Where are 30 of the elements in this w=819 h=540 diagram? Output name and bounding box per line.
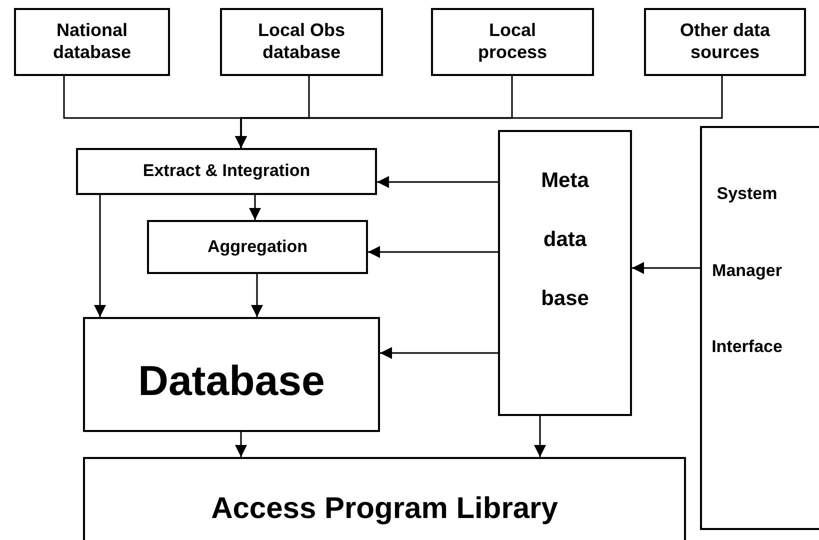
process-box	[14, 8, 170, 76]
process-box	[498, 130, 632, 416]
process-box	[83, 317, 380, 432]
arrow	[380, 347, 498, 359]
arrow	[377, 176, 498, 188]
arrow	[94, 195, 106, 317]
box-label: Other data sources	[678, 20, 772, 64]
box-label: Meta data base	[540, 168, 590, 312]
process-box	[700, 126, 819, 530]
box-label: National database	[52, 20, 132, 64]
arrow	[534, 416, 546, 457]
box-label: Aggregation	[207, 236, 308, 258]
box-label: Local process	[476, 20, 548, 64]
box-label: Access Program Library	[211, 491, 558, 527]
box-label: Extract & Integration	[142, 161, 310, 182]
process-box	[76, 148, 377, 195]
box-label: Database	[138, 356, 325, 406]
arrow	[251, 274, 263, 317]
box-label: System Manager Interface	[710, 183, 784, 358]
process-box	[431, 8, 594, 76]
arrow	[368, 246, 498, 258]
process-box	[220, 8, 383, 76]
arrow	[235, 76, 723, 148]
arrow	[249, 195, 261, 220]
process-box	[83, 457, 686, 540]
process-box	[147, 220, 368, 274]
arrow	[235, 432, 247, 457]
box-label: Local Obs database	[256, 20, 346, 64]
process-box	[644, 8, 806, 76]
arrow	[632, 262, 700, 274]
